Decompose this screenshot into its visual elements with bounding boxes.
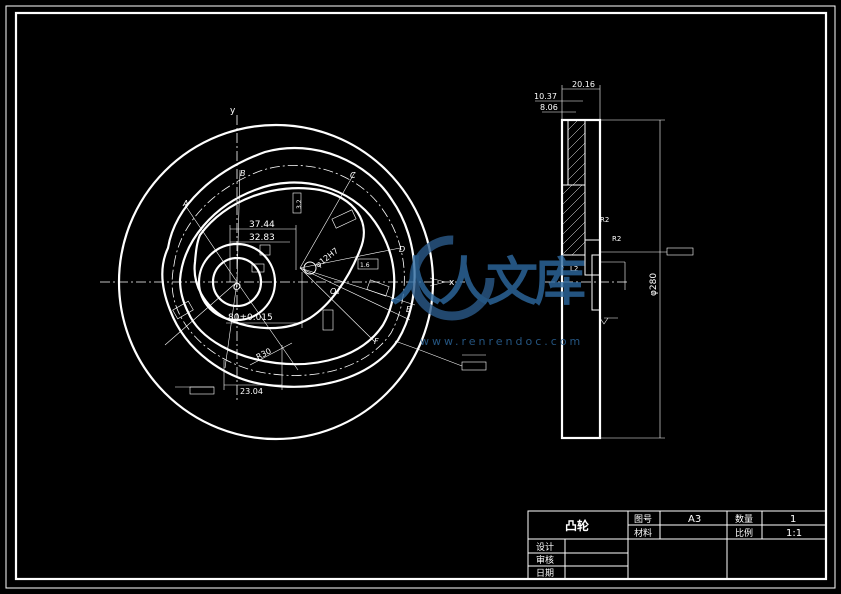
- side-dim-1037-text: 10.37: [534, 92, 557, 101]
- follower-circle: [303, 261, 317, 275]
- side-r2-text: R2: [612, 235, 621, 243]
- o1-label: O₁: [330, 287, 340, 296]
- date-label: 日期: [536, 568, 554, 579]
- dim-80-text: 80±0.015: [228, 313, 273, 323]
- inner-profile: [193, 187, 365, 330]
- finish-text-2: 1.6: [360, 262, 370, 269]
- finish-box-7: [322, 309, 334, 331]
- dim-r30-leader: [249, 342, 293, 366]
- ray-a: [184, 204, 238, 283]
- side-view: 20.16 10.37 8.06: [534, 80, 694, 440]
- datum-flag-1: [189, 386, 215, 395]
- ray-h: [236, 281, 299, 371]
- drawing-no-value: A3: [688, 514, 701, 525]
- point-label-a: A: [182, 199, 188, 208]
- side-dim-280-text: φ280: [649, 273, 659, 296]
- side-datum-box: [666, 247, 694, 256]
- side-dim-top-text: 20.16: [572, 80, 595, 89]
- watermark-main-text: 人人文库: [390, 253, 585, 313]
- dim-r30-text: R30: [255, 346, 273, 361]
- designer-label: 设计: [536, 541, 554, 553]
- finish-text-1: 3.2: [296, 199, 303, 209]
- watermark-logo-ring: [409, 235, 495, 321]
- ray-i: [299, 267, 411, 321]
- tolerance-leader: [419, 349, 463, 367]
- drawing-no-label: 图号: [634, 514, 652, 525]
- hub-bore-section: [591, 254, 601, 311]
- side-l2-text: L2: [570, 265, 578, 273]
- inner-border: [14, 11, 828, 581]
- tolerance-leader-3: [394, 340, 421, 351]
- tolerance-box: [461, 361, 487, 371]
- hatch-area: [561, 184, 586, 256]
- side-finish-mark: [599, 317, 618, 325]
- ray-c: [299, 171, 356, 269]
- finish-box-1: [292, 192, 302, 214]
- center-o-label: O: [233, 282, 241, 293]
- scale-value: 1:1: [786, 528, 802, 539]
- dim-phi12-text: φ12H7: [314, 246, 340, 269]
- dim-37-text: 37.44: [249, 220, 275, 230]
- finish-box-3: [259, 244, 271, 256]
- part-name: 凸轮: [565, 518, 590, 533]
- material-label: 材料: [634, 527, 652, 539]
- side-r2b-text: R2: [600, 216, 609, 224]
- scale-label: 比例: [735, 527, 753, 539]
- groove-inner-curve: [178, 181, 396, 366]
- hub-bore: [211, 256, 263, 308]
- title-block-frame: [527, 510, 827, 580]
- outer-border: [5, 5, 836, 589]
- quantity-value: 1: [790, 514, 796, 525]
- side-dim-806-text: 8.06: [540, 103, 558, 112]
- hub-outer: [197, 242, 277, 322]
- pitch-curve: [171, 165, 405, 376]
- axis-x-label: x: [449, 278, 455, 288]
- dim-23-text: 23.04: [240, 387, 263, 396]
- ray-j: [164, 281, 238, 346]
- ray-b: [236, 169, 241, 283]
- dim-32-text: 32.83: [249, 233, 275, 243]
- finish-box-5: [366, 279, 390, 297]
- point-label-b: B: [240, 169, 246, 178]
- ray-g: [224, 281, 238, 369]
- watermark-url-text: www.renrendoc.com: [420, 335, 583, 348]
- ray-e: [299, 267, 416, 306]
- point-label-f: F: [374, 337, 379, 346]
- title-block: 凸轮 图号 A3 数量 1 材料 比例 1:1 设计 审核 日期: [527, 510, 827, 580]
- finish-box-4: [357, 258, 379, 270]
- finish-box-2: [331, 209, 357, 229]
- ray-d: [299, 247, 401, 269]
- quantity-label: 数量: [735, 513, 753, 525]
- outer-contour: [117, 123, 435, 441]
- groove-outer-curve: [161, 146, 416, 388]
- finish-box-8: [251, 263, 265, 273]
- finish-box-6: [172, 300, 194, 320]
- point-label-c: C: [350, 171, 356, 180]
- point-label-d: D: [399, 245, 405, 254]
- reviewer-label: 审核: [536, 554, 554, 566]
- ray-f: [299, 267, 376, 343]
- hatch-lines: [561, 119, 586, 256]
- axis-y-label: y: [230, 106, 236, 116]
- watermark: 人人文库 www.renrendoc.com: [390, 235, 589, 348]
- point-label-e: E: [406, 305, 412, 314]
